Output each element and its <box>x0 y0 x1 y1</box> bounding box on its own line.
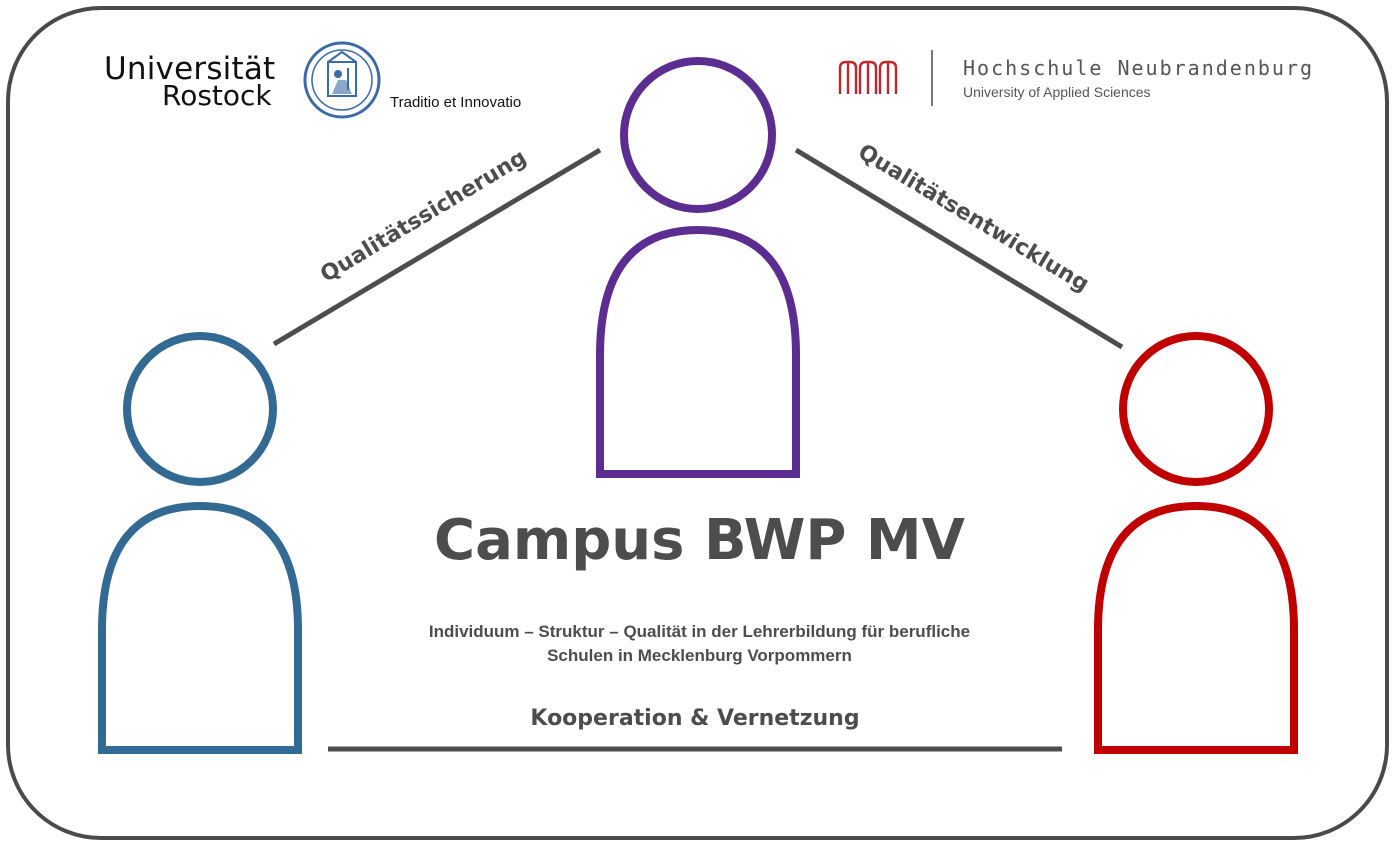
logo-divider <box>931 50 933 106</box>
edge-line-left-top <box>272 147 602 347</box>
hochschule-neubrandenburg-logo: Hochschule Neubrandenburg University of … <box>836 48 1336 112</box>
edge-line-top-right <box>794 147 1124 350</box>
hochschule-name: Hochschule Neubrandenburg <box>963 56 1315 80</box>
person-icon-left <box>98 332 302 754</box>
university-city: Rostock <box>162 79 272 112</box>
university-rostock-logo: Universität Rostock Traditio et Innovati… <box>104 41 524 122</box>
university-name: Universität <box>104 51 276 87</box>
person-icon-top <box>596 57 800 478</box>
diagram-subtitle: Individuum – Struktur – Qualität in der … <box>0 620 1399 668</box>
person-icon-right <box>1094 332 1298 754</box>
rounded-frame <box>6 6 1389 840</box>
university-motto: Traditio et Innovatio <box>390 94 522 111</box>
university-seal-icon <box>303 41 381 119</box>
edge-label-quality-assurance: Qualitätssicherung <box>316 145 531 288</box>
hochschule-subtitle: University of Applied Sciences <box>963 84 1151 100</box>
subtitle-line-2: Schulen in Mecklenburg Vorpommern <box>547 646 852 665</box>
hs-nb-logo-mark-icon <box>838 60 898 94</box>
subtitle-line-1: Individuum – Struktur – Qualität in der … <box>428 622 971 641</box>
edge-label-quality-development: Qualitätsentwicklung <box>854 140 1094 298</box>
edge-label-cooperation: Kooperation & Vernetzung <box>530 706 860 731</box>
diagram-title: Campus BWP MV <box>433 508 965 573</box>
